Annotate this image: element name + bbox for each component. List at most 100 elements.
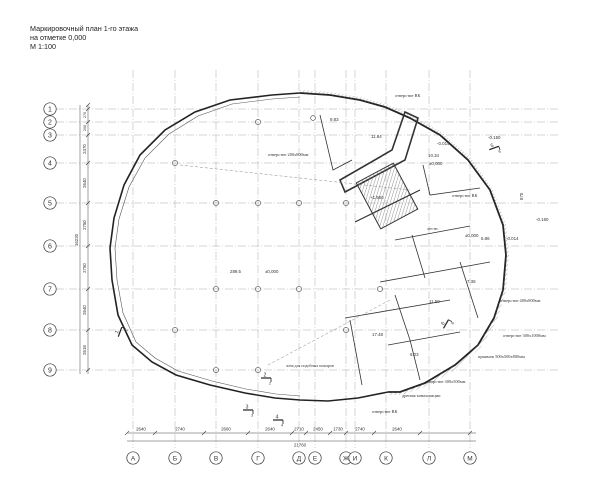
level-minus-0014-top: -0.014: [437, 141, 450, 146]
row-axis-bubble-6: [43, 239, 57, 253]
structural-column: [172, 327, 178, 333]
left-dimension-tick: [85, 160, 91, 166]
bottom-dimension-tick: [201, 430, 207, 436]
wall-east-6: [459, 261, 479, 319]
column-axis-bubble-6: [308, 451, 322, 465]
level-minus-0014-right: -0.014: [506, 236, 519, 241]
column-axis-label-11: М: [467, 456, 472, 463]
structural-column: [213, 286, 219, 292]
facade-west-inner: [114, 96, 301, 397]
svg-text:6: 6: [450, 321, 455, 325]
column-axis-bubble-5: [292, 451, 306, 465]
column-axis-label-6: Е: [313, 456, 318, 463]
column-axis-label-10: Л: [427, 456, 431, 463]
opening-200x800: отверстие 200х800мм: [268, 152, 309, 157]
left-dimension-tick: [85, 102, 91, 108]
level-minus-0150: -0.150: [488, 135, 501, 140]
level-plus-0000-right: ±0,000: [465, 233, 479, 238]
row-axis-bubble-7: [43, 282, 57, 296]
row-axis-label-3: 3: [48, 133, 52, 140]
row-axis-label-4: 4: [48, 161, 52, 168]
section-mark-4: 44: [273, 415, 284, 428]
room-area-2: 11.84: [371, 134, 382, 139]
column-axis-lines: [132, 70, 471, 448]
row-axis-bubble-1: [43, 102, 57, 116]
small-dim-right: 870: [519, 192, 524, 200]
drain-label: дренаж канализации: [402, 393, 441, 398]
column-axis-bubble-3: [209, 451, 223, 465]
structural-column: [213, 367, 219, 373]
row-axis-lines: [56, 108, 560, 371]
left-dimension-tick: [85, 132, 91, 138]
level-minus-0160: -0.160: [536, 217, 549, 222]
structural-column: [213, 200, 219, 206]
section-mark-2: 22: [261, 373, 272, 386]
left-dimension-tick: [85, 327, 91, 333]
left-dimension-6: 2618: [82, 345, 87, 355]
opening-300x500: отверстие 300х500мм: [425, 379, 466, 384]
row-axis-label-2: 2: [48, 120, 52, 127]
left-dimension-tick: [85, 106, 91, 112]
row-axis-bubble-8: [43, 323, 57, 337]
plan-level: на отметке 0,000: [30, 33, 87, 42]
column-axis-label-7: Ж: [343, 456, 349, 463]
wall-east-4: [387, 331, 461, 346]
interior-walls: [319, 110, 491, 386]
left-dimension-1: 2470: [82, 144, 87, 154]
svg-text:4: 4: [281, 424, 283, 428]
fire-zone: зона для подобных пожаров: [286, 363, 334, 368]
structural-column: [377, 286, 383, 292]
room-area-6: 11.50: [429, 299, 440, 304]
bottom-dimension-5: 2710: [294, 427, 304, 432]
svg-text:4: 4: [276, 415, 279, 421]
room-area-1: 9.83: [330, 117, 339, 122]
svg-text:3: 3: [246, 405, 249, 411]
section-mark-5: 55: [489, 143, 501, 154]
column-axis-label-4: Г: [256, 456, 260, 463]
plan-title: Маркировочный план 1-го этажа: [30, 24, 139, 33]
main-level: ±0,000: [265, 269, 279, 274]
row-axis-label-9: 9: [48, 368, 52, 375]
facade-east-hatched: [300, 90, 509, 395]
bottom-dimension-8: 2740: [355, 427, 365, 432]
structural-column: [255, 200, 261, 206]
structural-column: [255, 119, 261, 125]
structural-columns: [172, 115, 383, 373]
bottom-dimension-tick: [124, 430, 130, 436]
left-dimension-ticks: [85, 102, 91, 373]
column-axis-bubble-1: [126, 451, 140, 465]
bottom-dimension-tick: [327, 430, 333, 436]
row-axis-bubble-5: [43, 196, 57, 210]
room-area-7: 17.48: [372, 332, 384, 337]
bottom-dimension-tick: [245, 430, 251, 436]
room-area-8: 6.03: [410, 352, 419, 357]
column-axis-label-3: В: [214, 456, 218, 463]
cut-line-2: [179, 164, 411, 191]
row-axis-bubble-9: [43, 363, 57, 377]
column-axis-label-9: К: [384, 456, 388, 463]
bottom-dimension-3: 2660: [221, 427, 231, 432]
wall-east-2: [379, 261, 491, 283]
row-axis-label-8: 8: [48, 328, 52, 335]
structural-column: [343, 327, 349, 333]
wall-core-south: [354, 189, 421, 223]
level-plus-1950: +1.950: [370, 195, 384, 200]
wall-north-room: [319, 114, 353, 171]
facade-east: [299, 92, 507, 393]
row-axis-label-6: 6: [48, 244, 52, 251]
bottom-dimension-chain: [127, 432, 476, 442]
left-small-dimension-1: 270: [83, 112, 87, 118]
column-axis-bubble-9: [379, 451, 393, 465]
opening-500x500x800: приямок 500х500х800мм: [478, 354, 525, 359]
wall-core-link: [422, 164, 481, 196]
left-dimension-2: 2640: [82, 178, 87, 188]
structural-column: [172, 160, 178, 166]
opening-bk-top: отверстие ВК: [395, 93, 420, 98]
annotations: отверстие ВК отверстие 200х800мм -0.150 …: [230, 93, 549, 414]
left-dimension-tick: [85, 286, 91, 292]
bottom-dimension-tick: [289, 430, 295, 436]
structural-column: [310, 115, 316, 121]
column-axis-bubble-10: [422, 451, 436, 465]
